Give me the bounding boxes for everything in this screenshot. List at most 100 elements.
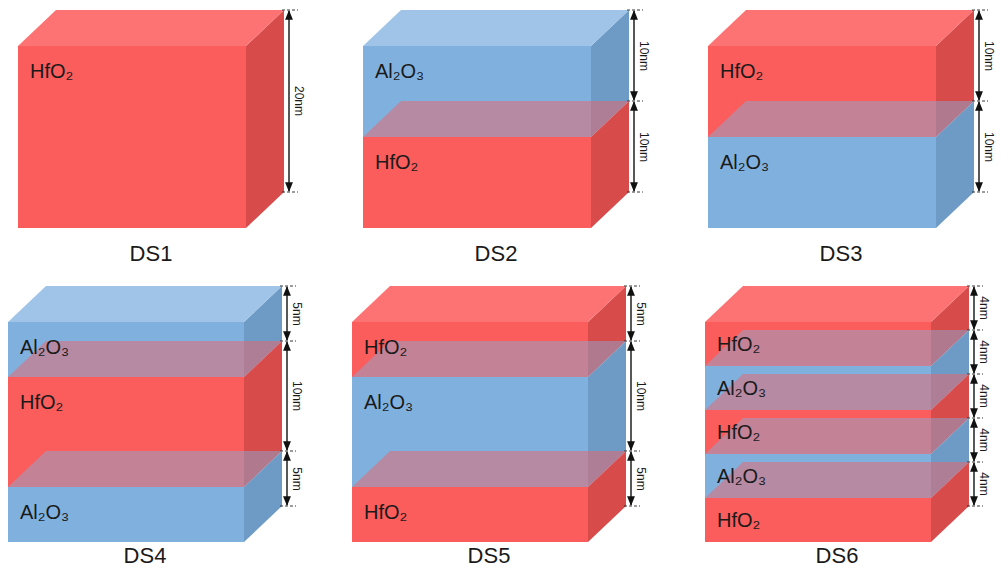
dimension-arrow: [633, 11, 634, 100]
material-label: HfO₂: [30, 60, 73, 83]
material-label: Al₂O₃: [717, 465, 766, 488]
dimension-arrow: [286, 452, 287, 505]
dimension-arrow: [973, 331, 974, 373]
dimension-tick: [280, 506, 296, 507]
side-face: [931, 462, 969, 542]
dimension-arrow: [978, 102, 979, 191]
dimension-label: 10nm: [635, 381, 647, 411]
side-face: [588, 451, 626, 542]
material-label: Al₂O₃: [720, 151, 769, 174]
material-label: HfO₂: [375, 151, 418, 174]
dimension-label: 5nm: [291, 467, 303, 490]
dimension-tick: [624, 286, 640, 287]
layer-front-face: HfO₂: [18, 46, 246, 228]
dimension-tick: [280, 286, 296, 287]
dimension-arrow: [286, 342, 287, 450]
dimension-label: 4nm: [978, 472, 990, 495]
layer-front-face: Al₂O₃: [705, 366, 931, 410]
material-label: HfO₂: [364, 336, 407, 359]
interface-plane: [705, 418, 969, 454]
dimension-label: 4nm: [978, 340, 990, 363]
material-label: Al₂O₃: [20, 501, 69, 524]
dimension-label: 10nm: [983, 40, 995, 70]
dimension-arrow: [973, 463, 974, 505]
dimension-arrow: [630, 452, 631, 505]
material-label: HfO₂: [20, 391, 63, 414]
dimension-tick: [972, 10, 988, 11]
dimension-tick: [972, 192, 988, 193]
dimension-tick: [624, 451, 640, 452]
top-face: [352, 286, 626, 322]
layer-front-face: Al₂O₃: [705, 454, 931, 498]
layer-front-face: Al₂O₃: [8, 322, 244, 377]
side-face: [246, 10, 284, 228]
dimension-tick: [282, 10, 298, 11]
dimension-tick: [967, 374, 983, 375]
dimension-label: 5nm: [291, 302, 303, 325]
top-face: [705, 286, 969, 322]
dimension-arrow: [286, 287, 287, 340]
interface-plane: [352, 341, 626, 377]
material-label: HfO₂: [720, 60, 763, 83]
dimension-arrow: [978, 11, 979, 100]
dimension-label: 10nm: [638, 40, 650, 70]
material-label: HfO₂: [717, 509, 760, 532]
material-label: Al₂O₃: [717, 377, 766, 400]
dimension-tick: [627, 192, 643, 193]
sample-caption: DS4: [124, 544, 167, 568]
dimension-tick: [280, 341, 296, 342]
layer-front-face: HfO₂: [708, 46, 936, 137]
layer-front-face: Al₂O₃: [708, 137, 936, 228]
dimension-arrow: [288, 11, 289, 191]
dimension-label: 4nm: [978, 384, 990, 407]
side-face: [591, 101, 629, 228]
layer-front-face: HfO₂: [705, 498, 931, 542]
material-label: Al₂O₃: [20, 336, 69, 359]
interface-plane: [8, 341, 282, 377]
interface-plane: [705, 374, 969, 410]
layer-front-face: HfO₂: [705, 410, 931, 454]
material-label: HfO₂: [364, 501, 407, 524]
material-label: HfO₂: [717, 421, 760, 444]
top-face: [18, 10, 284, 46]
layer-front-face: HfO₂: [8, 377, 244, 487]
material-label: Al₂O₃: [364, 391, 413, 414]
dimension-tick: [967, 418, 983, 419]
side-face: [244, 451, 282, 542]
interface-plane: [708, 101, 974, 137]
top-face: [708, 10, 974, 46]
dimension-tick: [627, 10, 643, 11]
layer-front-face: HfO₂: [352, 487, 588, 542]
material-label: HfO₂: [717, 333, 760, 356]
sample-caption: DS3: [820, 242, 863, 266]
dimension-tick: [627, 101, 643, 102]
dimension-tick: [282, 192, 298, 193]
dimension-arrow: [630, 342, 631, 450]
dimension-label: 10nm: [638, 131, 650, 161]
dimension-arrow: [630, 287, 631, 340]
interface-plane: [8, 451, 282, 487]
dimension-tick: [967, 462, 983, 463]
interface-plane: [363, 101, 629, 137]
dimension-tick: [972, 101, 988, 102]
dimension-label: 5nm: [635, 302, 647, 325]
layer-front-face: HfO₂: [705, 322, 931, 366]
dimension-label: 20nm: [293, 86, 305, 116]
dimension-arrow: [633, 102, 634, 191]
interface-plane: [352, 451, 626, 487]
top-face: [363, 10, 629, 46]
sample-caption: DS2: [475, 242, 518, 266]
layer-front-face: Al₂O₃: [352, 377, 588, 487]
sample-caption: DS1: [130, 242, 173, 266]
dimension-label: 5nm: [635, 467, 647, 490]
sample-caption: DS6: [816, 544, 859, 568]
material-label: Al₂O₃: [375, 60, 424, 83]
dimension-tick: [967, 330, 983, 331]
side-face: [936, 101, 974, 228]
dimension-arrow: [973, 375, 974, 417]
interface-plane: [705, 330, 969, 366]
dimension-tick: [967, 286, 983, 287]
interface-plane: [705, 462, 969, 498]
